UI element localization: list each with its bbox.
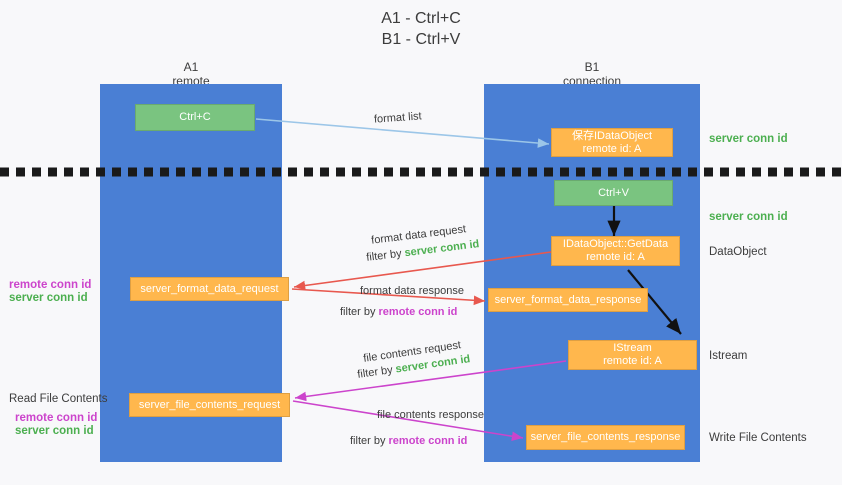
caption-fcresp-filter-value: remote conn id (388, 435, 468, 447)
box-server-format-data-response[interactable]: server_format_data_response (488, 288, 648, 312)
caption-fcreq-filter-prefix: filter by (356, 363, 397, 381)
box-server-file-contents-response-label: server_file_contents_response (530, 431, 681, 443)
label-read-file-contents: Read File Contents (9, 393, 108, 405)
label-write-file-contents: Write File Contents (709, 432, 807, 444)
label-server-conn-id-top: server conn id (709, 133, 788, 145)
box-server-format-data-request[interactable]: server_format_data_request (130, 277, 289, 301)
caption-file-contents-response-filter: filter by remote conn id (350, 434, 467, 449)
box-ctrl-c[interactable]: Ctrl+C (135, 104, 255, 131)
box-save-idataobject-line2: remote id: A (582, 142, 642, 155)
box-server-format-data-response-label: server_format_data_response (494, 293, 642, 306)
box-idataobject-getdata[interactable]: IDataObject::GetData remote id: A (551, 236, 680, 266)
title-line-1: A1 - Ctrl+C (381, 10, 461, 27)
page-title: A1 - Ctrl+C B1 - Ctrl+V (0, 8, 842, 50)
caption-fcresp-filter-prefix: filter by (350, 435, 389, 447)
box-server-file-contents-request[interactable]: server_file_contents_request (129, 393, 290, 417)
title-line-2: B1 - Ctrl+V (381, 31, 461, 48)
box-getdata-line2: remote id: A (586, 251, 645, 263)
label-dataobject: DataObject (709, 246, 767, 258)
label-server-conn-id-2: server conn id (15, 425, 94, 437)
box-ctrl-v-label: Ctrl+V (598, 186, 629, 199)
caption-format-data-response-filter: filter by remote conn id (340, 305, 457, 320)
caption-fdresp-filter-value: remote conn id (378, 306, 458, 318)
box-server-file-contents-request-label: server_file_contents_request (138, 398, 281, 411)
label-server-conn-id-mid: server conn id (709, 211, 788, 223)
caption-fdreq-filter-prefix: filter by (365, 247, 406, 264)
box-istream[interactable]: IStream remote id: A (568, 340, 697, 370)
box-istream-line1: IStream (613, 342, 652, 354)
caption-fdresp-filter-prefix: filter by (340, 306, 379, 318)
label-istream: Istream (709, 350, 748, 362)
caption-file-contents-response: file contents response (377, 409, 485, 421)
box-ctrl-v[interactable]: Ctrl+V (554, 180, 673, 206)
box-save-idataobject-line1: 保存IDataObject (571, 129, 653, 142)
box-server-format-data-request-label: server_format_data_request (140, 282, 279, 295)
label-remote-conn-id-1: remote conn id (9, 279, 92, 291)
column-a1-name: A1 (183, 60, 199, 74)
caption-format-list: format list (373, 110, 423, 126)
box-save-idataobject[interactable]: 保存IDataObject remote id: A (551, 128, 673, 157)
box-server-file-contents-response[interactable]: server_file_contents_response (526, 425, 685, 450)
box-istream-line2: remote id: A (603, 355, 662, 367)
box-getdata-line1: IDataObject::GetData (562, 238, 669, 250)
box-ctrl-c-label: Ctrl+C (179, 111, 211, 123)
label-remote-conn-id-2: remote conn id (15, 412, 98, 424)
label-server-conn-id-1: server conn id (9, 292, 88, 304)
caption-format-data-response: format data response (360, 285, 464, 297)
column-b1-name: B1 (584, 60, 600, 74)
